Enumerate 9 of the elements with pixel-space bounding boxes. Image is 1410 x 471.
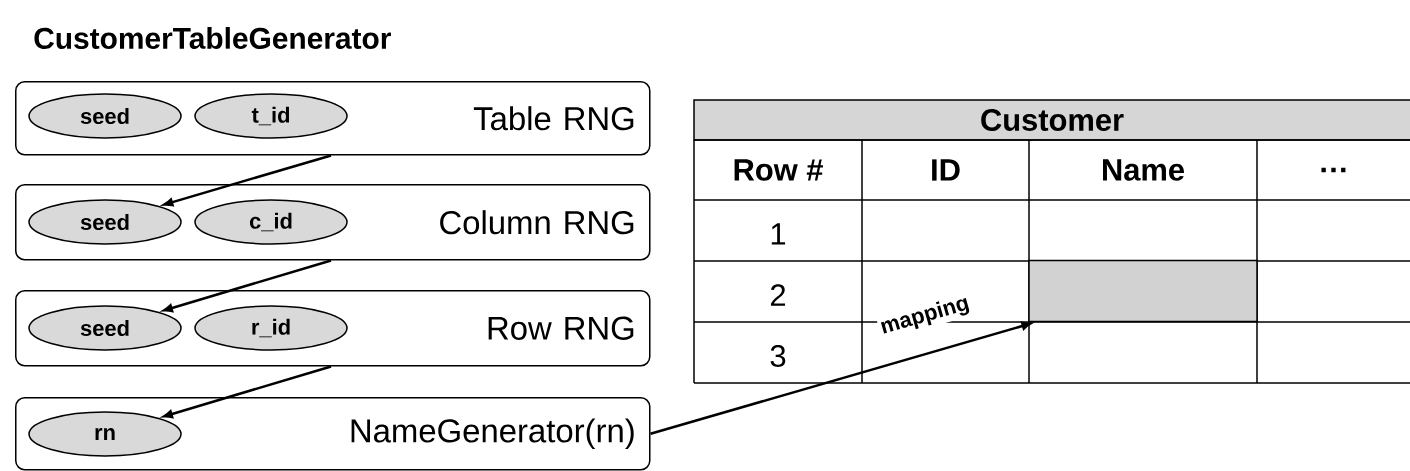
row-number: 1 bbox=[771, 223, 786, 245]
column-header: Row # bbox=[734, 159, 823, 181]
title: CustomerTableGenerator bbox=[34, 27, 391, 49]
column-header: Name bbox=[1103, 159, 1184, 181]
column-header: ID bbox=[932, 159, 960, 181]
table-header: Customer bbox=[693, 99, 1410, 141]
column-header: … bbox=[1321, 167, 1346, 173]
row-number: 2 bbox=[770, 284, 786, 306]
highlighted-cell bbox=[1028, 259, 1258, 323]
